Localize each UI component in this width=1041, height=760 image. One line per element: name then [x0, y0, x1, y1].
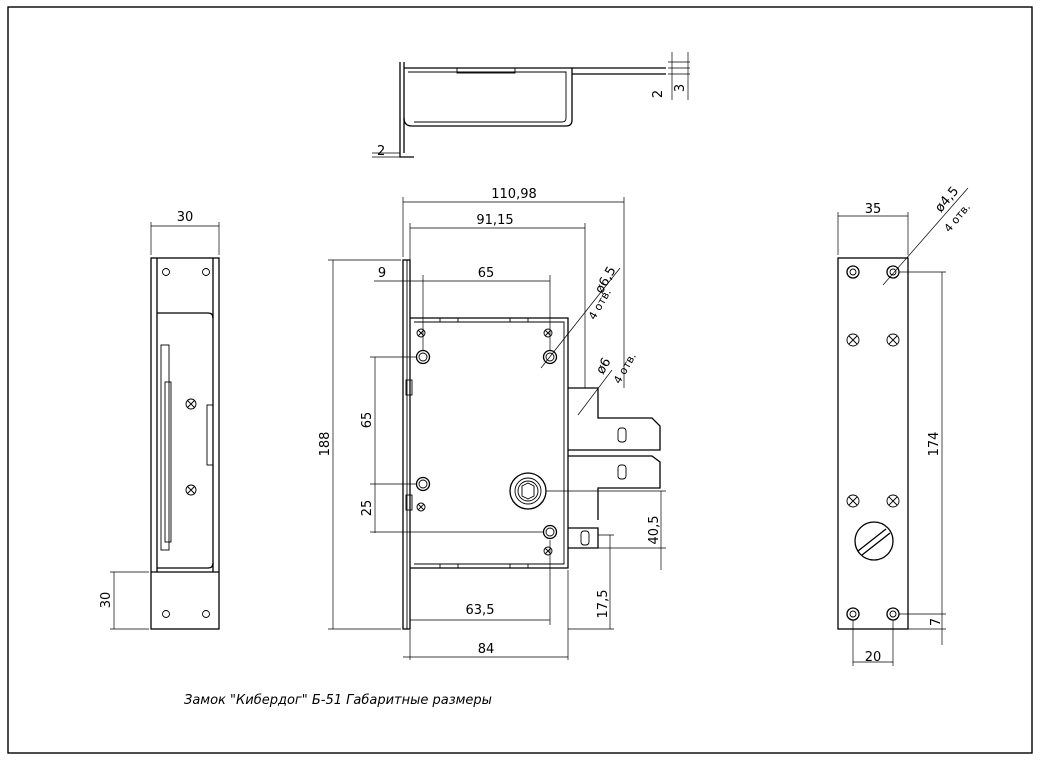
dim-hole-spacing: 65	[478, 266, 495, 281]
dim-right-hole-span: 174	[927, 432, 942, 457]
dim-hole-lower: 25	[360, 500, 375, 517]
front-view: 110,98 91,15 9 65 188 65 25 63,5 84 40,5…	[318, 187, 666, 660]
dim-top-right-b: 3	[673, 84, 688, 92]
dim-top-right-a: 2	[651, 90, 666, 98]
hole-b-diameter: ø6	[593, 355, 614, 377]
hole-a-count: 4 отв.	[586, 286, 614, 322]
dim-right-width: 35	[865, 202, 882, 217]
dim-bottom-offset: 17,5	[596, 590, 611, 619]
drawing-frame	[7, 6, 1033, 754]
dim-body-width: 84	[478, 642, 495, 657]
dim-cylinder-y: 40,5	[647, 516, 662, 545]
right-view: 35 ø4,5 4 отв. 174 20 7	[837, 184, 973, 666]
dim-cylinder-x: 63,5	[466, 603, 495, 618]
dim-left-bottom: 30	[99, 592, 114, 609]
dim-height: 188	[318, 432, 333, 457]
dim-overall-width: 110,98	[491, 187, 537, 202]
dim-right-bottom: 7	[929, 618, 944, 626]
dim-width-b: 91,15	[476, 213, 513, 228]
hole-b-count: 4 отв.	[611, 350, 639, 386]
dim-offset: 9	[378, 266, 386, 281]
dim-hole-vertical: 65	[360, 412, 375, 429]
drawing-title: Замок "Кибердог" Б-51 Габаритные размеры	[184, 693, 492, 708]
top-view: 2 3 2	[372, 52, 690, 159]
dim-top-left: 2	[377, 144, 385, 159]
dim-left-width: 30	[177, 210, 194, 225]
left-view: 30 30	[99, 210, 220, 630]
dim-right-hole-offset: 20	[865, 650, 882, 665]
